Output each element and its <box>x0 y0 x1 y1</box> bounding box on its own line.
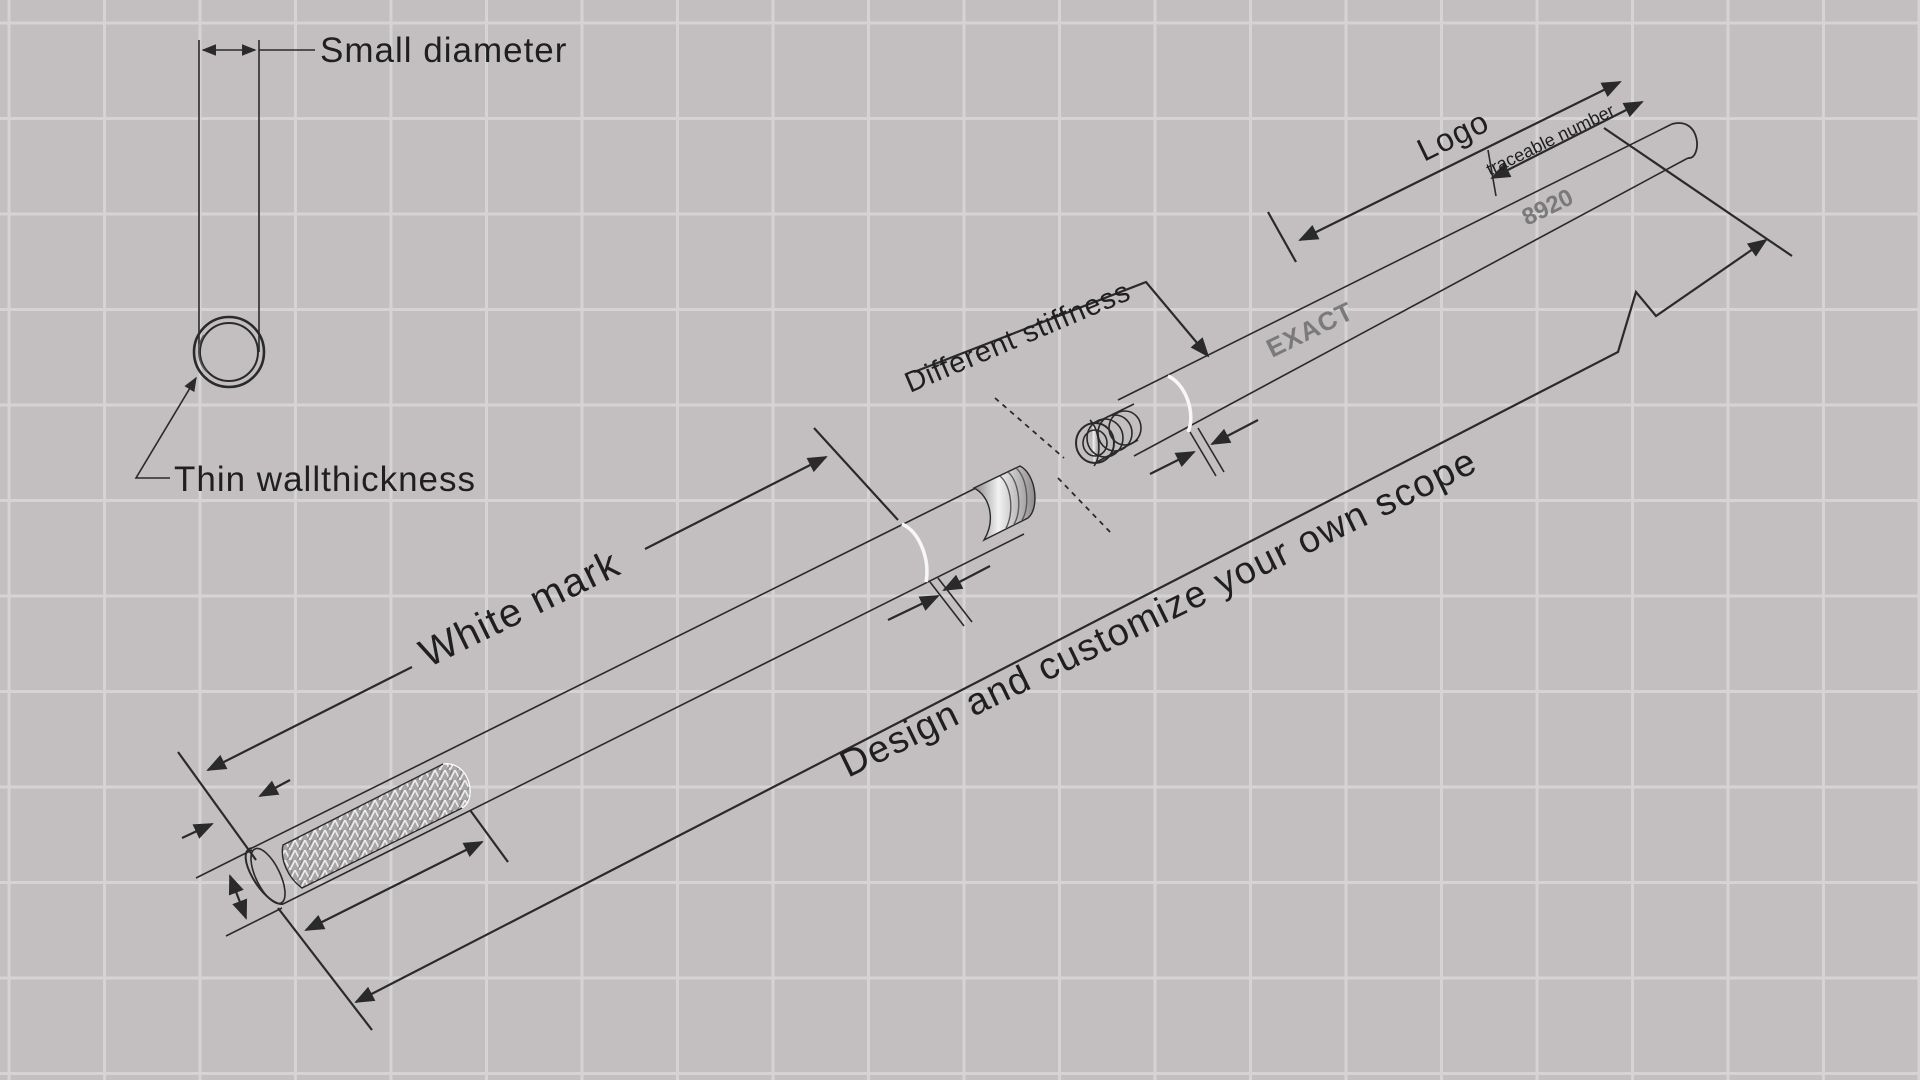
logo-label: Logo <box>1411 103 1494 168</box>
small-tube-detail <box>192 40 266 389</box>
design-scope-label: Design and customize your own scope <box>834 440 1484 786</box>
traceable-number-dimension <box>1487 101 1644 197</box>
thin-wall-leader <box>134 376 197 479</box>
lower-tube-section <box>244 465 1036 906</box>
different-stiffness-label: Different stiffness <box>900 275 1135 399</box>
spring-coupler <box>1075 403 1142 467</box>
outer-diameter-dimension <box>181 779 291 937</box>
threaded-connector <box>972 465 1036 542</box>
stiffness-width-dimension <box>1149 419 1259 477</box>
brand-print: EXACT <box>1261 296 1358 364</box>
total-length-dimension <box>277 127 1793 1031</box>
thin-wall-label: Thin wallthickness <box>174 460 476 499</box>
logo-dimension <box>1267 81 1622 263</box>
small-diameter-label: Small diameter <box>320 31 567 70</box>
white-mark-label: White mark <box>413 541 628 676</box>
braided-grip <box>281 763 471 889</box>
upper-tube-section <box>1075 122 1698 467</box>
different-stiffness-leader <box>913 280 1210 374</box>
white-mark-band <box>901 522 929 583</box>
traceable-number-print: 8920 <box>1518 184 1578 232</box>
